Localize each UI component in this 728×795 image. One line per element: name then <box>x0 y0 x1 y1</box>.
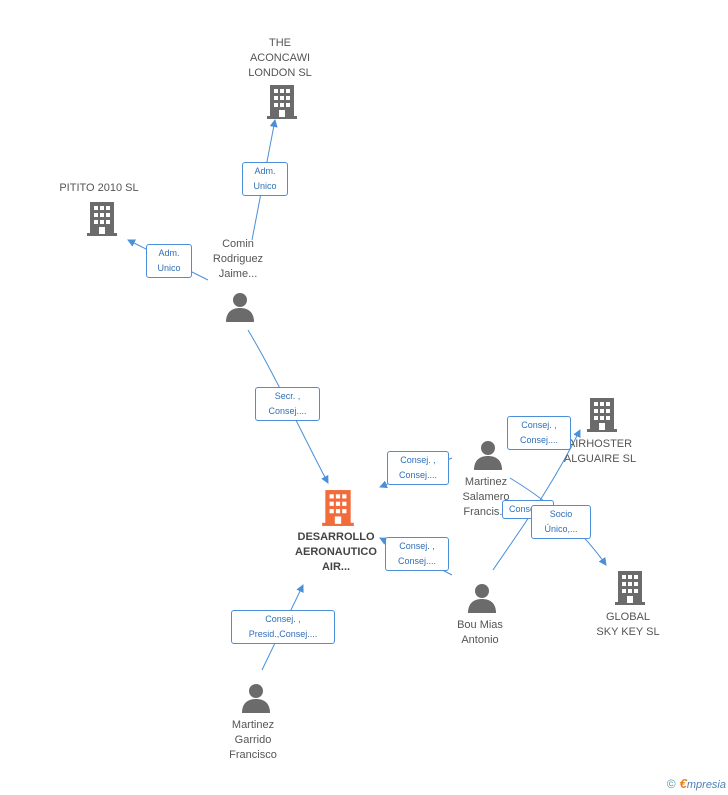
role-badge-adm-unico-pitito[interactable]: Adm. Unico <box>146 244 192 278</box>
main-company-label[interactable]: DESARROLLO AERONAUTICO AIR... <box>295 531 377 573</box>
person-icon[interactable] <box>240 683 272 713</box>
role-badge-secr-consej[interactable]: Secr. , Consej.... <box>255 387 320 421</box>
person-icon[interactable] <box>472 440 504 470</box>
company-label-pitito[interactable]: PITITO 2010 SL <box>59 182 139 194</box>
building-icon[interactable] <box>586 397 618 433</box>
person-label-bou-mias[interactable]: Bou Mias Antonio <box>457 619 503 646</box>
building-icon[interactable] <box>266 84 298 120</box>
building-icon[interactable] <box>86 201 118 237</box>
role-badge-socio-unico[interactable]: Socio Único,... <box>531 505 591 539</box>
role-badge-consej-bou[interactable]: Consej. , Consej.... <box>385 537 449 571</box>
role-badge-consej-presid[interactable]: Consej. , Presid.,Consej.... <box>231 610 335 644</box>
person-label-martinez-salamero[interactable]: Martinez Salamero Francis... <box>462 476 510 518</box>
main-company-building-icon[interactable] <box>321 489 355 527</box>
copyright-icon: © <box>666 777 676 791</box>
building-icon[interactable] <box>614 570 646 606</box>
role-badge-consej-salamero[interactable]: Consej. , Consej.... <box>387 451 449 485</box>
company-label-aconcawi[interactable]: THE ACONCAWI LONDON SL <box>248 37 312 79</box>
empresia-footer[interactable]: ©€mpresia <box>667 776 726 791</box>
empresia-logo-text: mpresia <box>686 779 726 791</box>
empresia-logo-initial: € <box>679 776 687 791</box>
company-label-global-sky-key[interactable]: GLOBAL SKY KEY SL <box>596 611 660 638</box>
person-label-martinez-garrido[interactable]: Martinez Garrido Francisco <box>229 719 277 761</box>
person-label-comin[interactable]: Comin Rodriguez Jaime... <box>212 238 264 280</box>
person-icon[interactable] <box>466 583 498 613</box>
role-badge-adm-unico-aconcawi[interactable]: Adm. Unico <box>242 162 288 196</box>
person-icon[interactable] <box>224 292 256 322</box>
company-label-airhoster[interactable]: AIRHOSTER ALGUAIRE SL <box>563 438 637 465</box>
role-badge-consej-airhoster[interactable]: Consej. , Consej.... <box>507 416 571 450</box>
